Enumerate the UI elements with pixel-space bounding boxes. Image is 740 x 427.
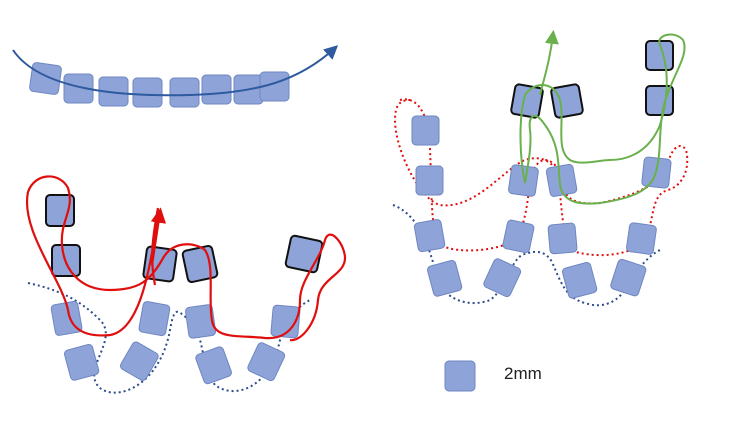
square — [195, 346, 232, 385]
square-highlighted — [550, 83, 584, 119]
square — [169, 77, 200, 108]
square — [29, 62, 62, 95]
right-highlight-squares — [510, 40, 674, 119]
square — [138, 301, 171, 337]
red-arrow — [150, 207, 167, 266]
square — [483, 258, 522, 298]
square — [502, 219, 535, 254]
legend-label: 2mm — [504, 364, 542, 383]
square — [119, 341, 159, 381]
square — [247, 342, 286, 382]
right-squares — [411, 115, 672, 299]
square — [185, 304, 217, 339]
square — [415, 165, 444, 196]
straight-row-group — [12, 45, 339, 108]
right-dental-group — [392, 29, 689, 307]
square — [426, 260, 463, 297]
green-arrow — [539, 29, 559, 96]
highlight-squares — [45, 194, 324, 284]
square — [610, 258, 647, 297]
square — [561, 262, 598, 299]
square — [201, 74, 232, 105]
square — [270, 304, 301, 339]
lower-squares — [50, 300, 301, 385]
square — [63, 344, 100, 381]
square — [508, 164, 539, 197]
square — [413, 219, 446, 253]
square-highlighted — [284, 234, 324, 274]
blue-arc-arrow — [12, 45, 339, 97]
green-threading-path — [519, 33, 686, 205]
square-highlighted — [181, 244, 219, 284]
square — [132, 77, 163, 108]
square — [547, 222, 578, 255]
square — [63, 73, 94, 104]
square — [626, 222, 657, 255]
left-dental-group — [25, 175, 347, 394]
square — [411, 115, 440, 146]
square-highlighted — [510, 83, 544, 119]
legend-square — [444, 360, 476, 392]
